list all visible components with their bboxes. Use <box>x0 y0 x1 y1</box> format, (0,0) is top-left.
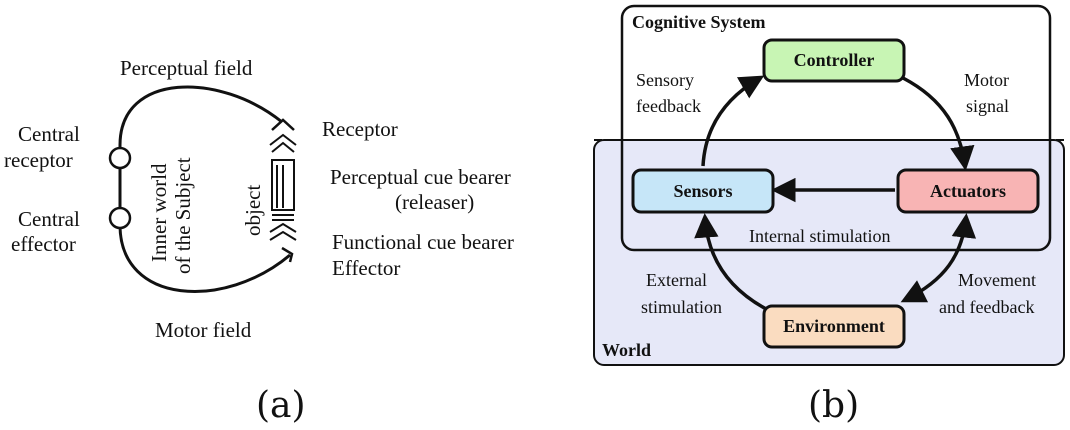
receptor-hook <box>271 118 295 131</box>
motor-signal-label-1: Motor <box>964 70 1009 90</box>
controller-label: Controller <box>794 50 875 70</box>
central-receptor-node <box>108 146 132 170</box>
actuators-box <box>896 168 1040 214</box>
arrow-sensory-feedback <box>701 75 765 167</box>
motor-field-label: Motor field <box>155 318 252 342</box>
inner-world-label-2: of the Subject <box>171 157 195 274</box>
perceptual-cue-label-1: Perceptual cue bearer <box>330 165 511 189</box>
caption-b: (b) <box>808 385 859 426</box>
sensors-box <box>631 168 775 214</box>
environment-box <box>762 304 906 349</box>
arrow-movement-feedback <box>900 213 977 303</box>
perceptual-cue-label-2: (releaser) <box>395 190 474 214</box>
cognitive-system-region <box>620 4 1052 252</box>
caption-a: (a) <box>256 385 306 426</box>
sensory-feedback-label-2: feedback <box>636 96 701 116</box>
receptor-label: Receptor <box>322 117 398 141</box>
panel-b: Cognitive System World Controller Sensor… <box>593 4 1065 426</box>
actuators-label: Actuators <box>930 181 1006 201</box>
motor-arrowhead <box>281 246 294 263</box>
arrow-motor-signal <box>902 76 975 171</box>
central-effector-label-1: Central <box>18 207 80 231</box>
sensors-label: Sensors <box>673 181 732 201</box>
sensory-feedback-label-1: Sensory <box>636 70 694 90</box>
movement-feedback-label-2: and feedback <box>939 297 1034 317</box>
central-receptor-label-1: Central <box>18 122 80 146</box>
arrow-external-stimulation <box>694 213 769 312</box>
perceptual-field-label: Perceptual field <box>120 56 253 80</box>
central-receptor-label-2: receptor <box>4 148 73 172</box>
central-effector-label-2: effector <box>11 232 76 256</box>
environment-label: Environment <box>783 316 885 336</box>
world-title: World <box>602 340 651 360</box>
effector-label: Effector <box>332 256 400 280</box>
motor-signal-label-2: signal <box>966 96 1009 116</box>
object-label: object <box>241 185 265 236</box>
external-stimulation-label-2: stimulation <box>641 297 722 317</box>
controller-box <box>762 38 906 83</box>
central-effector-node <box>108 206 132 230</box>
inner-world-label-1: Inner world <box>147 163 171 262</box>
panel-a: Perceptual field Motor field Central rec… <box>4 56 514 426</box>
movement-feedback-label-1: Movement <box>958 270 1036 290</box>
object-shape <box>269 133 297 241</box>
functional-cue-label: Functional cue bearer <box>332 230 514 254</box>
internal-stimulation-label: Internal stimulation <box>749 226 890 246</box>
external-stimulation-label-1: External <box>646 270 707 290</box>
cognitive-system-title: Cognitive System <box>632 12 766 32</box>
